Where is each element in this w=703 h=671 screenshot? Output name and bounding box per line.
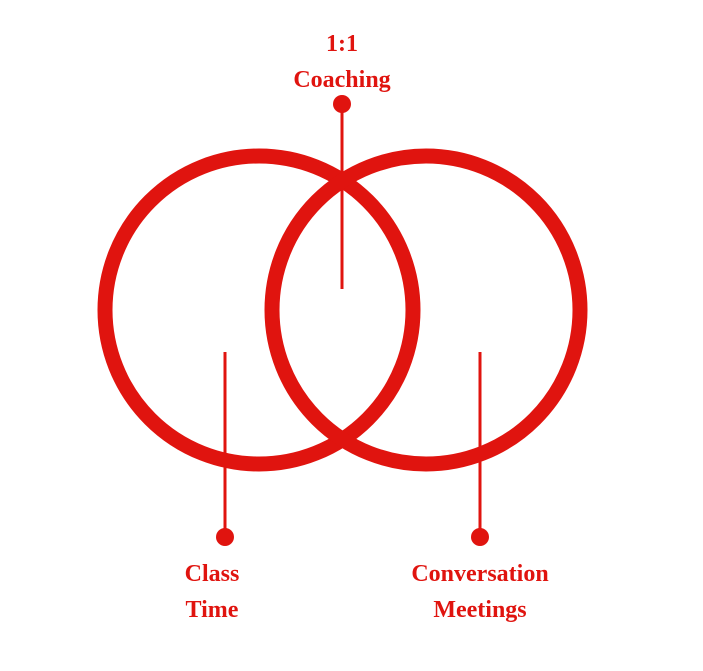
left-circle (97, 148, 421, 472)
left-pointer-dot (216, 528, 234, 546)
label-coaching-line2: Coaching (293, 67, 391, 93)
label-class-time-line2: Time (185, 597, 239, 623)
label-conversation-meetings: Conversation Meetings (380, 556, 580, 628)
right-circle (264, 148, 588, 472)
label-class-time: Class Time (112, 556, 312, 628)
label-class-time-line1: Class (184, 561, 240, 587)
label-coaching: 1:1 Coaching (242, 26, 442, 98)
label-coaching-line1: 1:1 (326, 31, 358, 57)
right-pointer-dot (471, 528, 489, 546)
label-conversation-meetings-line1: Conversation (411, 561, 549, 587)
top-pointer-dot (333, 95, 351, 113)
label-conversation-meetings-line2: Meetings (433, 597, 527, 623)
